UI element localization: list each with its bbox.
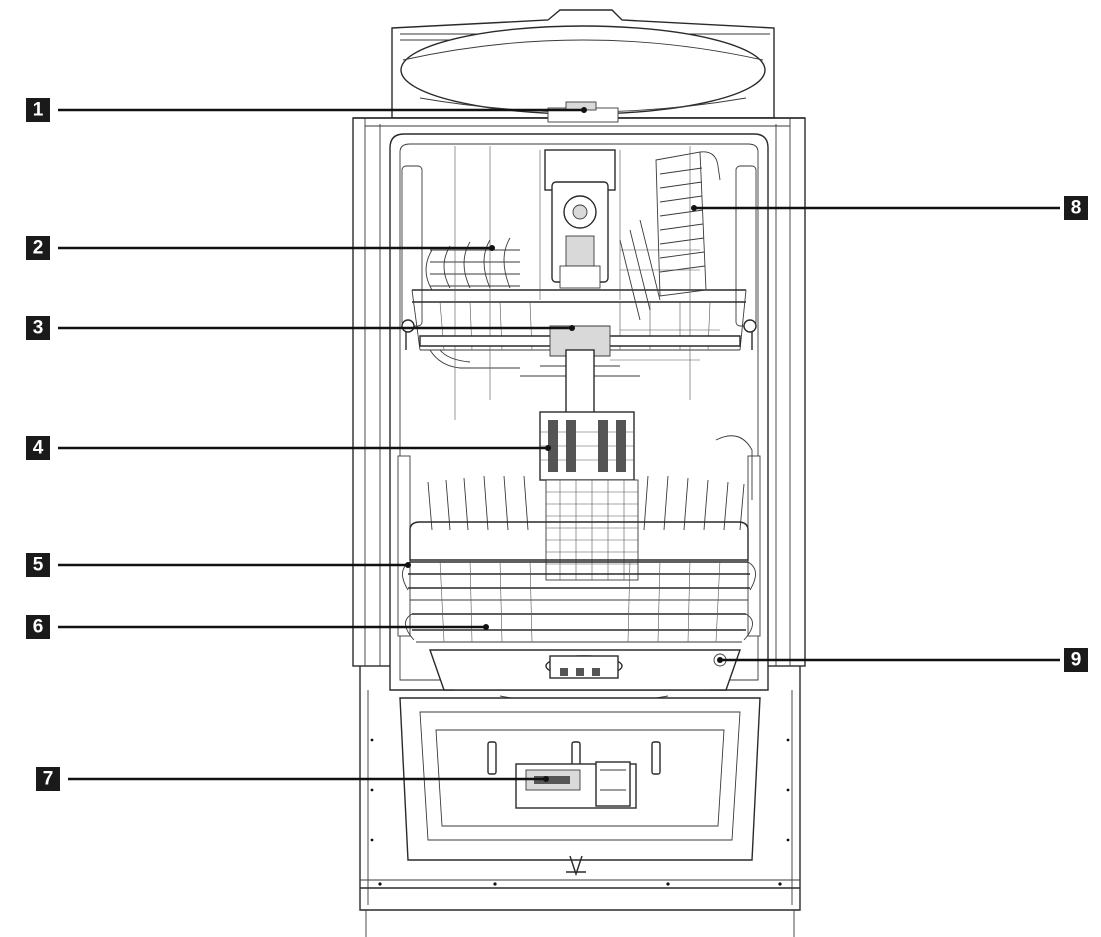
callout-8: 8 (1064, 196, 1088, 220)
callout-4: 4 (26, 436, 50, 460)
callout-label-1: 1 (33, 100, 44, 121)
callout-9: 9 (1064, 648, 1088, 672)
upper-spray-arm (419, 325, 741, 377)
callout-5: 5 (26, 553, 50, 577)
callout-label-5: 5 (33, 555, 44, 576)
callout-6: 6 (26, 615, 50, 639)
callout-label-3: 3 (33, 318, 44, 339)
callout-label-2: 2 (33, 238, 44, 259)
callout-leaders (58, 107, 1060, 782)
lower-spray-arm (429, 649, 741, 705)
upper-basket (401, 146, 757, 420)
door-panel (399, 697, 761, 877)
callout-7: 7 (36, 767, 60, 791)
lower-basket (397, 435, 761, 643)
callout-label-7: 7 (43, 769, 54, 790)
callout-1: 1 (26, 98, 50, 122)
callout-label-8: 8 (1071, 198, 1082, 219)
callout-label-4: 4 (33, 438, 44, 459)
callout-label-6: 6 (33, 617, 44, 638)
callout-2: 2 (26, 236, 50, 260)
center-spray-tube (539, 349, 639, 581)
callout-3: 3 (26, 316, 50, 340)
callout-label-9: 9 (1071, 650, 1082, 671)
